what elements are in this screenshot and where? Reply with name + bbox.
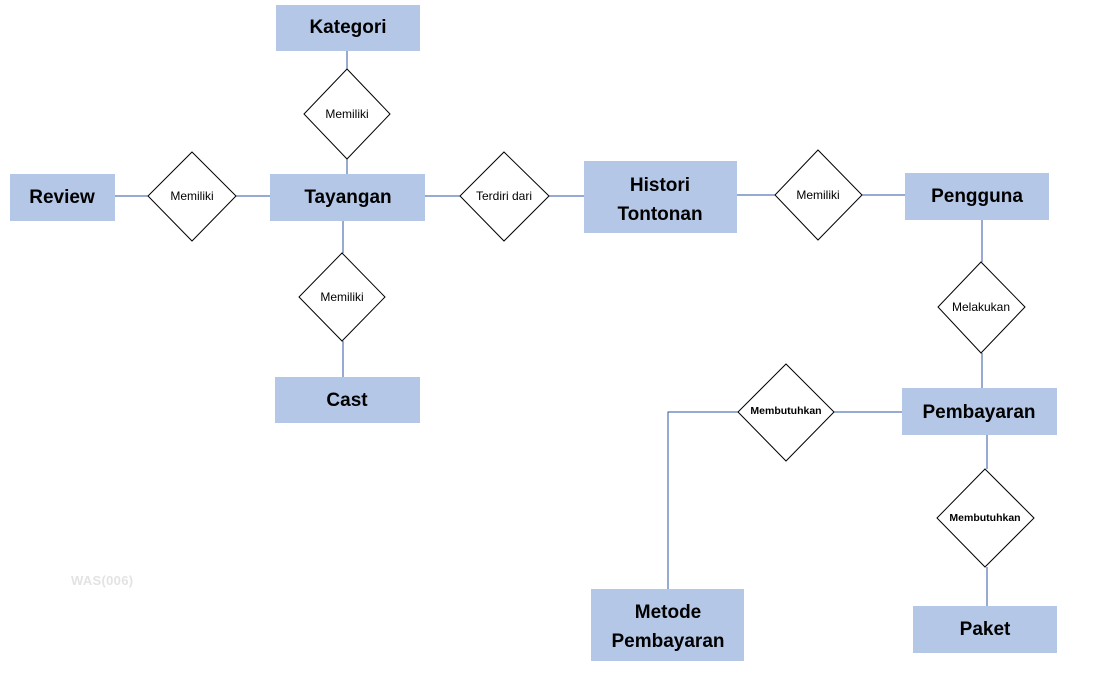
rel-review-tayangan: Memiliki: [147, 151, 237, 242]
entity-tayangan-label: Tayangan: [304, 187, 391, 208]
entity-kategori: Kategori: [276, 5, 420, 51]
rel-kategori-tayangan: Memiliki: [303, 68, 391, 160]
rel-pembayaran-metode: Membutuhkan: [737, 363, 835, 462]
entity-histori-tontonan: Histori Tontonan: [584, 161, 737, 233]
rel-pembayaran-metode-label: Membutuhkan: [750, 405, 821, 417]
rel-pengguna-pembayaran: Melakukan: [937, 261, 1026, 354]
connectors: [115, 51, 988, 606]
rel-histori-pengguna: Memiliki: [774, 149, 863, 241]
entity-kategori-label: Kategori: [309, 17, 386, 38]
entity-paket: Paket: [913, 606, 1057, 653]
entity-review: Review: [10, 174, 115, 221]
entity-cast: Cast: [275, 377, 420, 423]
entity-pengguna-label: Pengguna: [931, 186, 1023, 207]
entity-histori-label-line2: Tontonan: [617, 204, 702, 225]
watermark: WAS(006): [71, 573, 134, 588]
line-rel-metode: [667, 411, 738, 589]
entity-metode-label-line1: Metode: [635, 602, 702, 623]
rel-pengguna-pembayaran-label: Melakukan: [952, 300, 1010, 314]
rel-tayangan-histori-label: Terdiri dari: [476, 189, 532, 203]
entity-paket-label: Paket: [960, 619, 1011, 640]
entity-histori-label-line1: Histori: [630, 175, 690, 196]
entity-pembayaran: Pembayaran: [902, 388, 1057, 435]
entity-pengguna: Pengguna: [905, 173, 1049, 220]
entity-review-label: Review: [29, 187, 95, 208]
rel-tayangan-cast-label: Memiliki: [320, 290, 363, 304]
rel-histori-pengguna-label: Memiliki: [796, 188, 839, 202]
entity-tayangan: Tayangan: [270, 174, 425, 221]
rel-pembayaran-paket: Membutuhkan: [936, 468, 1035, 568]
entity-metode-pembayaran: Metode Pembayaran: [591, 589, 744, 661]
rel-tayangan-cast: Memiliki: [298, 252, 386, 342]
entity-pembayaran-label: Pembayaran: [922, 402, 1035, 423]
rel-kategori-tayangan-label: Memiliki: [325, 107, 368, 121]
rel-tayangan-histori: Terdiri dari: [459, 151, 550, 242]
rel-review-tayangan-label: Memiliki: [170, 189, 213, 203]
entity-cast-label: Cast: [326, 390, 368, 411]
rel-pembayaran-paket-label: Membutuhkan: [949, 512, 1020, 524]
entity-metode-label-line2: Pembayaran: [611, 631, 724, 652]
